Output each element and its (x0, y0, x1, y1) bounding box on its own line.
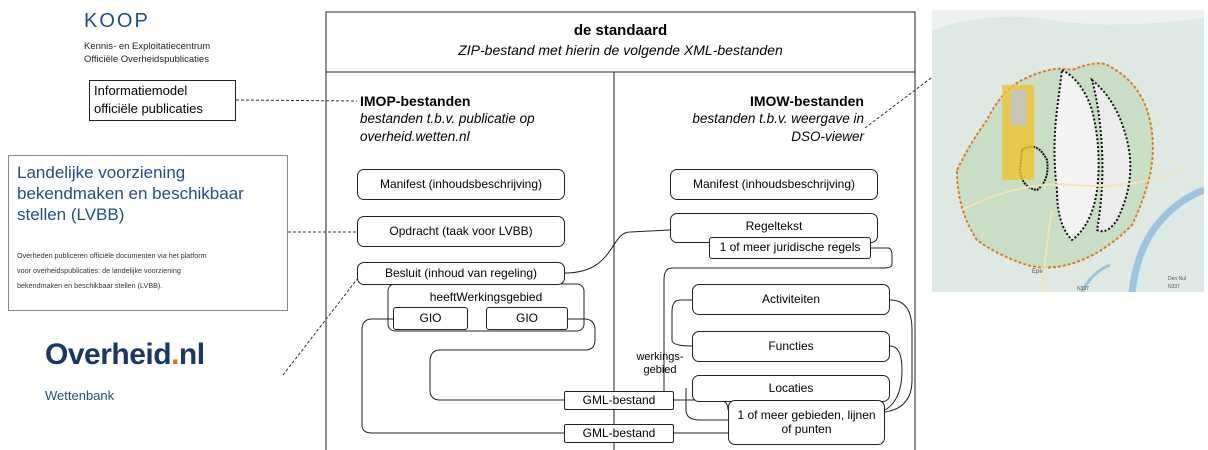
gio2-gml1-connector (429, 318, 596, 401)
activiteiten-gebieden-link (884, 299, 913, 413)
regels-bracket (663, 247, 893, 410)
imop-subtitle: bestanden t.b.v. publicatie op overheid.… (360, 110, 535, 146)
standaard-title: de standaard (573, 22, 668, 39)
overheid-connector (282, 277, 359, 376)
gml-file-1: GML-bestand (564, 391, 674, 410)
imow-subtitle-line1: bestanden t.b.v. weergave in (692, 111, 864, 126)
koop-subtitle: Kennis- en Exploitatiecentrum Officiële … (84, 40, 284, 66)
info-model-connector (235, 99, 358, 102)
overheid-logo: Overheid.nl (45, 338, 205, 372)
functies-gebieden-link (884, 345, 903, 411)
overheid-logo-dot: . (171, 338, 179, 371)
standaard-frame (325, 11, 916, 450)
imop-besluit-box: Besluit (inhoud van regeling) (357, 262, 565, 285)
lvbb-title-line3: stellen (LVBB) (17, 205, 125, 224)
werkingsgebied-side-label: werkings- gebied (632, 351, 688, 377)
info-model-line1: Informatiemodel (94, 83, 188, 98)
activiteiten-functies-link (671, 299, 693, 347)
gebieden-line2: of punten (781, 421, 832, 436)
imop-manifest-box: Manifest (inhoudsbeschrijving) (357, 169, 565, 200)
imop-subtitle-line1: bestanden t.b.v. publicatie op (360, 111, 535, 126)
werkingsgebied-side-line2: gebied (643, 364, 677, 376)
imow-subtitle-line2: DSO-viewer (791, 129, 864, 144)
gebieden-box: 1 of meer gebieden, lijnen of punten (728, 400, 885, 445)
gebieden-line1: 1 of meer gebieden, lijnen (737, 407, 876, 422)
functies-box: Functies (692, 331, 890, 362)
map-label-n337-a: N337 (1077, 286, 1089, 292)
map-image: Epe N337 Den Nul N337 (932, 10, 1206, 293)
lvbb-title-line1: Landelijke voorziening (17, 163, 186, 182)
imow-title: IMOW-bestanden (749, 93, 864, 109)
gio1-gml2-connector (361, 318, 564, 434)
werkingsgebied-side-line1: werkings- (636, 351, 684, 363)
overheid-subtitle: Wettenbank (45, 388, 115, 403)
lvbb-title-line2: bekendmaken en beschikbaar (17, 184, 244, 203)
koop-logo-title: KOOP (84, 10, 150, 32)
info-model-box: Informatiemodel officiële publicaties (89, 80, 236, 121)
map-label-epe: Epe (1032, 269, 1043, 275)
koop-subtitle-line1: Kennis- en Exploitatiecentrum (84, 41, 211, 52)
werkingsgebied-label: heeftWerkingsgebied (429, 290, 543, 304)
koop-subtitle-line2: Officiële Overheidspublicaties (84, 54, 209, 65)
overheid-logo-part2: nl (178, 338, 205, 371)
standaard-subtitle: ZIP-bestand met hierin de volgende XML-b… (458, 42, 783, 58)
lvbb-text-line1: Overheden publiceren officiële documente… (17, 251, 207, 260)
gio-box-1: GIO (393, 307, 468, 330)
imop-title: IMOP-bestanden (360, 93, 471, 109)
imop-opdracht-box: Opdracht (taak voor LVBB) (357, 216, 565, 247)
lvbb-text-line3: bekendmaken en beschikbaar stellen (LVBB… (17, 281, 163, 290)
locaties-gebieden-link (685, 388, 730, 421)
gio-box-2: GIO (486, 307, 568, 330)
besluit-regeltekst-connector (564, 229, 671, 274)
imop-subtitle-line2: overheid.wetten.nl (360, 129, 470, 144)
gml-file-2: GML-bestand (564, 424, 674, 443)
lvbb-box: Landelijke voorziening bekendmaken en be… (8, 155, 288, 311)
overheid-logo-part1: Overheid (45, 338, 172, 371)
map-label-den-nul: Den Nul (1168, 276, 1186, 282)
info-model-line2: officiële publicaties (94, 101, 203, 116)
lvbb-title: Landelijke voorziening bekendmaken en be… (17, 162, 279, 225)
activiteiten-box: Activiteiten (692, 284, 890, 315)
locaties-box: Locaties (692, 375, 890, 402)
imow-manifest-box: Manifest (inhoudsbeschrijving) (670, 169, 878, 200)
lvbb-text-line2: voor overheidspublicaties: de landelijke… (17, 266, 181, 275)
map-label-n337-b: N337 (1168, 284, 1180, 290)
map-connector (864, 74, 936, 129)
imow-subtitle: bestanden t.b.v. weergave in DSO-viewer (614, 110, 864, 146)
map-thumbnail: Epe N337 Den Nul N337 (932, 10, 1206, 293)
lvbb-description: Overheden publiceren officiële documente… (17, 248, 279, 293)
juridische-regels-box: 1 of meer juridische regels (709, 237, 871, 259)
